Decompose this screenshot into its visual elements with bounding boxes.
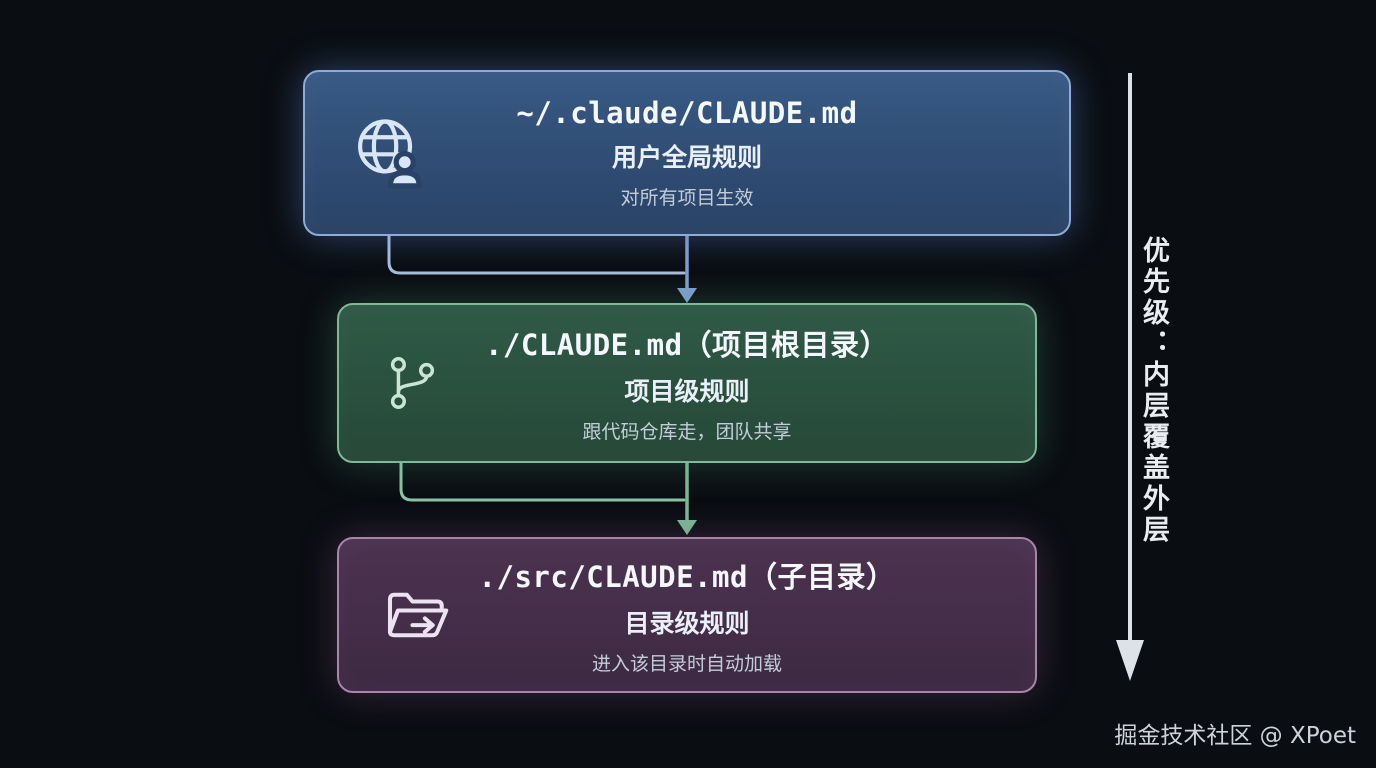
- node-subtitle: 目录级规则: [624, 609, 750, 638]
- globe-user-icon: [347, 111, 431, 195]
- arrow-down-icon: [677, 288, 697, 303]
- node-description: 进入该目录时自动加载: [591, 653, 782, 675]
- node-user-global-rules: ~/.claude/CLAUDE.md 用户全局规则 对所有项目生效: [303, 70, 1071, 236]
- node-description: 跟代码仓库走，团队共享: [582, 421, 792, 443]
- node-title: ./CLAUDE.md（项目根目录）: [484, 328, 890, 362]
- node-title: ./src/CLAUDE.md（子目录）: [478, 560, 896, 594]
- arrow-down-icon: [677, 520, 697, 535]
- arrow-down-icon: [1116, 640, 1144, 681]
- node-directory-level-rules: ./src/CLAUDE.md（子目录） 目录级规则 进入该目录时自动加载: [337, 537, 1037, 693]
- connector-project-to-directory: [399, 461, 697, 535]
- node-title: ~/.claude/CLAUDE.md: [516, 96, 858, 130]
- git-branch-icon: [381, 352, 443, 414]
- node-subtitle: 项目级规则: [624, 377, 750, 406]
- priority-label: 优先级：内层覆盖外层: [1138, 236, 1169, 546]
- watermark: 掘金技术社区 @ XPoet: [1114, 723, 1356, 749]
- node-subtitle: 用户全局规则: [611, 143, 762, 172]
- folder-arrow-icon: [381, 579, 453, 651]
- node-description: 对所有项目生效: [620, 187, 754, 209]
- node-project-level-rules: ./CLAUDE.md（项目根目录） 项目级规则 跟代码仓库走，团队共享: [337, 303, 1037, 463]
- connector-global-to-project: [387, 234, 697, 303]
